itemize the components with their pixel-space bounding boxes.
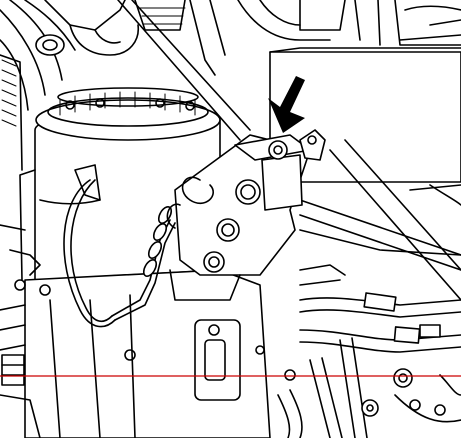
upper-frame-rails <box>117 0 461 141</box>
callout-arrow <box>268 76 305 133</box>
engine-block <box>0 224 296 438</box>
fuel-lines <box>277 264 461 438</box>
wiring-harness <box>63 164 176 328</box>
fuel-filter-housing <box>19 87 221 281</box>
diagonal-braces <box>299 139 461 301</box>
upper-left-hoses <box>0 0 186 171</box>
sensor-bracket <box>166 129 326 301</box>
